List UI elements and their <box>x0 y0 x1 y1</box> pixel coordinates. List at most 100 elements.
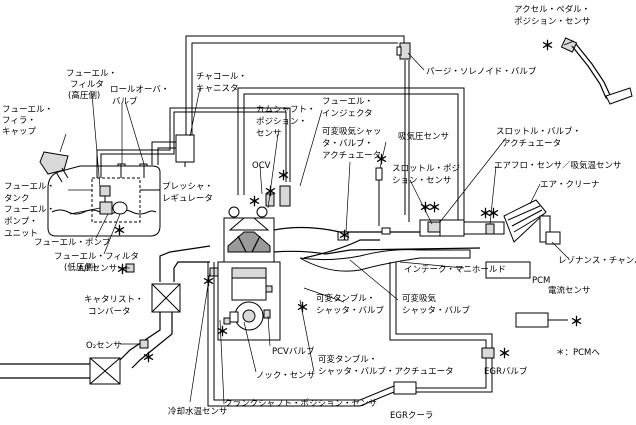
svg-text:可変タンブル・: 可変タンブル・ <box>316 293 375 304</box>
svg-text:フューエル・: フューエル・ <box>2 105 53 115</box>
fuel-filter-lp-label: フューエル・フィルタ (低圧側) <box>54 252 139 273</box>
svg-text:カムシャフト・: カムシャフト・ <box>256 105 316 115</box>
svg-text:＊: ＊ <box>487 207 500 222</box>
svg-text:ポジション・センサ: ポジション・センサ <box>514 17 591 27</box>
svg-text:フィルタ: フィルタ <box>70 80 104 90</box>
svg-text:スロットル・バルブ・: スロットル・バルブ・ <box>496 126 581 137</box>
svg-text:タ・バルブ・: タ・バルブ・ <box>322 138 373 149</box>
pcm-note-label: ＊：PCMへ <box>556 348 600 358</box>
svg-text:ユニット: ユニット <box>4 229 38 239</box>
svg-text:OCV: OCV <box>252 161 271 171</box>
throttle-actuator-label: スロットル・バルブ・ アクチュエータ <box>496 126 581 149</box>
vis-valve-label: 可変吸気 シャッタ・バルブ <box>402 293 471 316</box>
svg-text:＊: ＊ <box>338 229 351 244</box>
fuel-pump-unit-label: フューエル・ ポンプ・ ユニット <box>4 205 55 239</box>
fuel-pump-label: フューエル・ポンプ <box>34 238 111 248</box>
svg-text:センサ: センサ <box>256 129 282 139</box>
accelerator-pedal-icon <box>560 37 633 105</box>
ocv-label: OCV <box>252 161 271 171</box>
svg-text:シャッタ・バルブ・アクチュエータ: シャッタ・バルブ・アクチュエータ <box>318 366 454 377</box>
air-cleaner-label: エア・クリーナ <box>540 180 600 190</box>
afm-sensor-label: エアフロ・センサ／吸気温センサ <box>494 160 622 171</box>
purge-solenoid-valve-icon <box>396 42 411 60</box>
svg-text:エアフロ・センサ／吸気温センサ: エアフロ・センサ／吸気温センサ <box>494 160 622 171</box>
tumble-valve-label: 可変タンブル・ シャッタ・バルブ <box>316 293 385 316</box>
svg-text:スロットル・ポジ: スロットル・ポジ <box>392 164 460 174</box>
svg-text:キャニスタ: キャニスタ <box>196 84 239 94</box>
svg-text:＊: ＊ <box>277 169 290 184</box>
svg-text:シャッタ・バルブ: シャッタ・バルブ <box>402 305 471 316</box>
egr-cooler-label: EGRクーラ <box>390 411 433 421</box>
svg-text:EGRクーラ: EGRクーラ <box>390 411 433 421</box>
svg-text:バルブ: バルブ <box>112 96 138 107</box>
svg-text:可変吸気シャッ: 可変吸気シャッ <box>322 126 382 137</box>
crank-sensor-label: クランクシャフト・ポジション・センサ <box>224 399 377 409</box>
svg-text:＊: ＊ <box>479 207 492 222</box>
svg-text:＊: ＊ <box>248 195 261 210</box>
svg-text:可変タンブル・: 可変タンブル・ <box>318 354 377 365</box>
svg-text:フューエル・: フューエル・ <box>4 182 55 192</box>
pcm-box <box>485 261 531 279</box>
current-sensor-label: 電流センサ <box>548 285 591 296</box>
svg-text:＊: ＊ <box>264 185 277 200</box>
svg-text:＊: ＊ <box>498 347 511 362</box>
svg-text:電流センサ: 電流センサ <box>548 285 591 296</box>
svg-text:(高圧側): (高圧側) <box>68 90 100 101</box>
fuel-filter-hp-label: フューエル・ フィルタ (高圧側) <box>66 69 117 101</box>
svg-text:フィラ・: フィラ・ <box>2 116 36 126</box>
svg-text:フューエル・: フューエル・ <box>4 205 55 215</box>
svg-text:ション・センサ: ション・センサ <box>392 176 452 186</box>
camshaft-sensor-label: カムシャフト・ ポジション・ センサ <box>256 105 316 139</box>
svg-text:ポンプ・: ポンプ・ <box>4 217 38 227</box>
map-sensor-label: 吸気圧センサ <box>398 131 449 142</box>
pcm-markers: ＊ ＊ ＊ ＊ ＊ ＊ ＊ ＊ ＊ ＊ ＊ ＊ ＊ ＊ ＊ ＊ ＊ ＊ <box>113 39 583 366</box>
svg-text:フューエル・フィルタ: フューエル・フィルタ <box>54 252 139 262</box>
pcv-valve-label: PCVバルブ <box>272 346 315 357</box>
svg-text:インテーク・マニホールド: インテーク・マニホールド <box>404 265 506 275</box>
svg-text:クランクシャフト・ポジション・センサ: クランクシャフト・ポジション・センサ <box>224 399 377 409</box>
air-cleaner-icon <box>503 199 561 245</box>
svg-text:フューエル・: フューエル・ <box>66 69 117 79</box>
svg-text:プレッシャ・: プレッシャ・ <box>162 182 213 192</box>
egr-cooler-icon <box>393 381 417 395</box>
svg-text:＊: ＊ <box>428 201 441 216</box>
svg-text:ポジション・: ポジション・ <box>256 117 307 127</box>
svg-text:A/Fセンサ: A/Fセンサ <box>78 264 117 274</box>
charcoal-canister-icon <box>175 134 195 167</box>
svg-text:＊: ＊ <box>142 351 155 366</box>
throttle-sensor-label: スロットル・ポジ ション・センサ <box>392 164 460 186</box>
egr-valve-icon <box>481 347 495 359</box>
svg-text:アクセル・ペダル・: アクセル・ペダル・ <box>514 4 590 15</box>
svg-text:ロールオーバ・: ロールオーバ・ <box>110 85 169 95</box>
svg-text:＊: ＊ <box>541 39 554 54</box>
knock-sensor-label: ノック・センサ <box>256 371 315 381</box>
svg-text:＊: ＊ <box>113 224 126 239</box>
svg-text:キャタリスト・: キャタリスト・ <box>84 295 144 305</box>
svg-text:コンバータ: コンバータ <box>88 307 131 317</box>
svg-text:アクチュエータ: アクチュエータ <box>502 139 561 149</box>
svg-text:エア・クリーナ: エア・クリーナ <box>540 180 600 190</box>
purge-solenoid-label: パージ・ソレノイド・バルブ <box>426 66 537 77</box>
svg-text:パージ・ソレノイド・バルブ: パージ・ソレノイド・バルブ <box>426 66 537 77</box>
svg-text:EGRバルブ: EGRバルブ <box>484 366 528 377</box>
catalyst-label: キャタリスト・ コンバータ <box>84 295 144 317</box>
svg-text:＊: ＊ <box>570 315 583 330</box>
svg-text:フューエル・: フューエル・ <box>322 97 373 107</box>
fuel-tank-label: フューエル・ タンク <box>4 182 55 204</box>
o2-sensor-label: O₂センサ <box>86 341 122 351</box>
pressure-regulator-label: プレッシャ・ レギュレータ <box>162 182 213 204</box>
svg-text:＊: ＊ <box>375 153 388 168</box>
svg-text:冷却水温センサ: 冷却水温センサ <box>168 406 228 417</box>
catalyst-icon <box>151 283 181 313</box>
svg-text:レゾナンス・チャンバ: レゾナンス・チャンバ <box>558 256 636 266</box>
svg-text:(低圧側): (低圧側) <box>64 262 96 273</box>
af-sensor-label: A/Fセンサ <box>78 264 117 274</box>
svg-text:ノック・センサ: ノック・センサ <box>256 371 315 381</box>
svg-text:＊: ＊ <box>419 201 432 216</box>
intake-manifold-label: インテーク・マニホールド <box>404 265 506 275</box>
leader-lines <box>59 40 575 405</box>
tumble-actuator-label: 可変タンブル・ シャッタ・バルブ・アクチュエータ <box>318 354 454 377</box>
svg-text:チャコール・: チャコール・ <box>196 72 247 82</box>
svg-text:PCM: PCM <box>532 276 550 286</box>
svg-text:＊: ＊ <box>202 275 215 290</box>
